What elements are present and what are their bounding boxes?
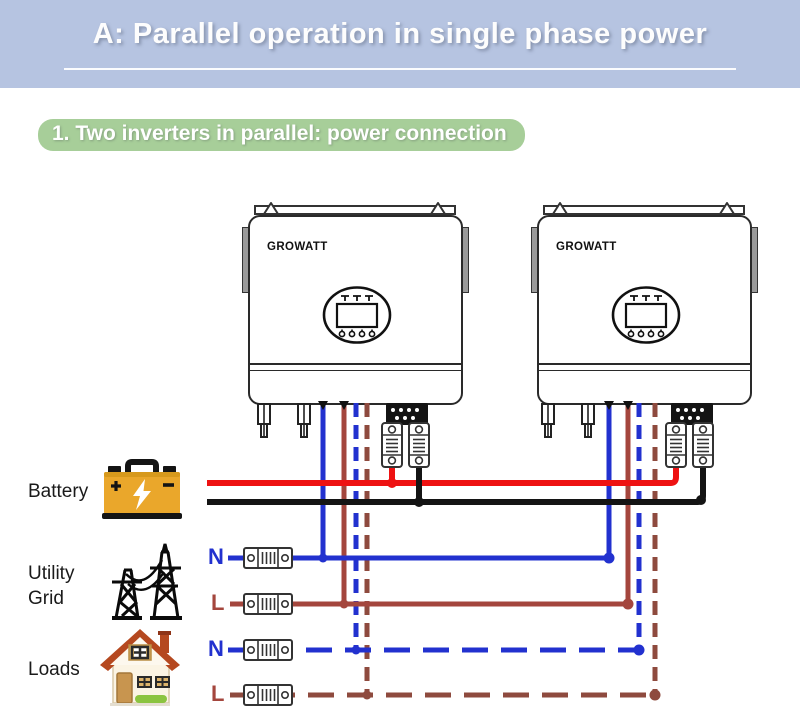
live-solid-wires — [341, 403, 631, 604]
ac-terminal-block — [386, 403, 428, 425]
battery-negative-bus — [207, 412, 706, 505]
house-icon — [100, 629, 180, 706]
loads-live-label: L — [211, 681, 225, 706]
neutral-dashed-wires — [353, 403, 642, 650]
live-dashed-junction-dots — [362, 689, 661, 701]
fuse-holder-icon — [381, 422, 403, 468]
fuse-holder-icon — [665, 422, 687, 468]
utility-grid-label: Utility Grid — [28, 563, 75, 609]
loads-label: Loads — [28, 659, 80, 680]
inverter-2: GROWATT — [531, 202, 758, 405]
neutral-solid-wires — [320, 403, 612, 558]
fuse-holder-icon — [243, 684, 293, 706]
header-divider — [64, 68, 736, 70]
loads-neutral-label: N — [208, 636, 224, 661]
battery-junction-dots — [387, 478, 706, 507]
battery-positive-bus — [207, 412, 679, 486]
fuse-holder-icon — [408, 422, 430, 468]
fuse-holder-icon — [243, 547, 293, 569]
utility-neutral-label: N — [208, 544, 224, 569]
fuse-holder-icon — [243, 593, 293, 615]
panel-seam — [250, 363, 461, 365]
fuse-holder-icon — [692, 422, 714, 468]
neutral-junction-dots — [318, 552, 645, 656]
battery-label: Battery — [28, 481, 89, 502]
live-dashed-wires — [364, 403, 658, 695]
section-heading: 1. Two inverters in parallel: power conn… — [38, 119, 525, 151]
antenna-connector-icon — [581, 403, 595, 438]
battery-icon — [102, 459, 182, 519]
antenna-connector-icon — [257, 403, 271, 438]
inverter-1: GROWATT — [242, 202, 469, 405]
mounting-bracket-icon — [254, 202, 456, 215]
panel-seam — [250, 370, 461, 371]
live-solid-junction-dots — [339, 598, 634, 610]
mounting-bracket-icon — [543, 202, 745, 215]
panel-seam — [539, 363, 750, 365]
power-tower-icon — [112, 543, 182, 620]
header-band: A: Parallel operation in single phase po… — [0, 0, 800, 88]
utility-live-label: L — [211, 590, 225, 615]
lcd-display-icon — [611, 286, 681, 344]
antenna-connector-icon — [541, 403, 555, 438]
page-title: A: Parallel operation in single phase po… — [92, 18, 708, 50]
ac-terminal-block — [671, 403, 713, 425]
inverter-body: GROWATT — [248, 215, 463, 405]
panel-seam — [539, 370, 750, 371]
lcd-display-icon — [322, 286, 392, 344]
fuse-holder-icon — [243, 639, 293, 661]
antenna-connector-icon — [297, 403, 311, 438]
growatt-logo: GROWATT — [556, 241, 617, 253]
growatt-logo: GROWATT — [267, 241, 328, 253]
inverter-body: GROWATT — [537, 215, 752, 405]
